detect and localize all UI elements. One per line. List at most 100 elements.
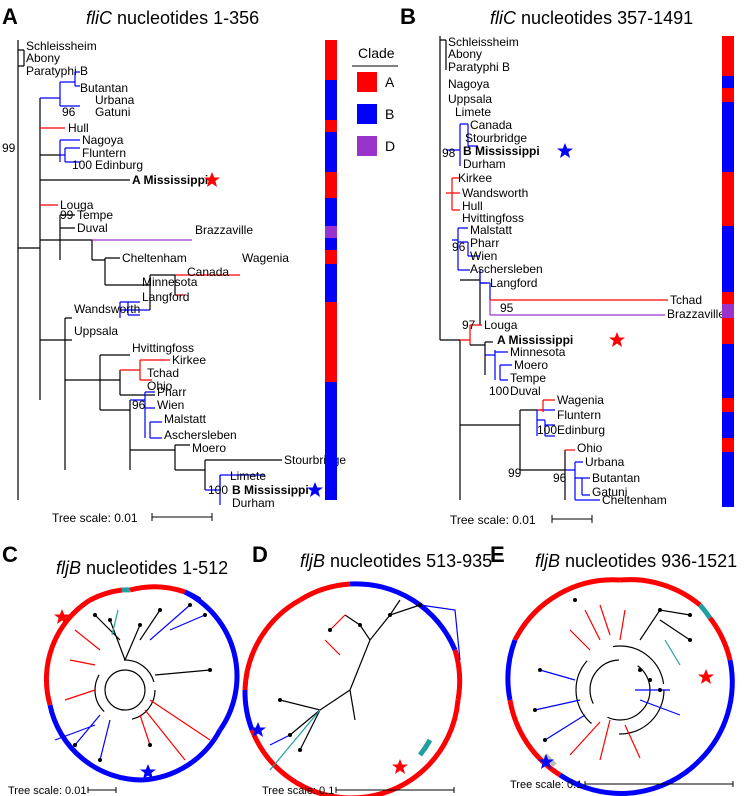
panel-a-title-gene: fliC bbox=[86, 8, 113, 28]
taxon-label: Urbana bbox=[95, 93, 135, 107]
star-icon bbox=[538, 754, 554, 769]
tree-b-labels: Schleissheim Abony Paratyphi B Nagoya Up… bbox=[448, 35, 725, 507]
taxon-label: Durham bbox=[232, 496, 275, 510]
clade-bar-b bbox=[722, 36, 734, 507]
taxon-label: Cheltenham bbox=[122, 251, 187, 265]
tree-c-branches bbox=[54, 604, 211, 761]
taxon-label: A Mississippi bbox=[132, 173, 208, 187]
taxon-label: Cheltenham bbox=[602, 493, 667, 507]
taxon-label: Aschersleben bbox=[164, 428, 237, 442]
ring-c bbox=[43, 584, 240, 783]
taxon-label: Fluntern bbox=[557, 408, 601, 422]
panel-d-title: fljB nucleotides 513-935 bbox=[300, 551, 492, 571]
taxon-label: Hvittingfoss bbox=[132, 341, 194, 355]
bootstrap-value: 96 bbox=[62, 105, 76, 119]
star-icon bbox=[392, 759, 408, 774]
taxon-label: Louga bbox=[484, 318, 518, 332]
taxon-label: Gatuni bbox=[95, 105, 130, 119]
star-icon bbox=[54, 609, 70, 624]
legend-label: D bbox=[385, 138, 395, 154]
bootstrap-value: 99 bbox=[508, 466, 522, 480]
bootstrap-value: 100 bbox=[489, 384, 509, 398]
taxon-label: Nagoya bbox=[82, 133, 124, 147]
taxon-label: Edinburg bbox=[557, 423, 605, 437]
taxon-label: Urbana bbox=[585, 455, 625, 469]
panel-b-title-range: nucleotides 357-1491 bbox=[516, 8, 693, 28]
bootstrap-value: 96 bbox=[132, 398, 146, 412]
panel-c-title-gene: fljB bbox=[56, 558, 81, 578]
panel-a: A fliC nucleotides 1-356 bbox=[2, 4, 346, 525]
panel-a-title-range: nucleotides 1-356 bbox=[112, 8, 259, 28]
taxon-label: Edinburg bbox=[95, 158, 143, 172]
legend-label: B bbox=[385, 106, 394, 122]
taxon-label: Uppsala bbox=[448, 92, 492, 106]
panel-b-letter: B bbox=[400, 4, 416, 29]
taxon-label: Aschersleben bbox=[470, 262, 543, 276]
star-icon bbox=[140, 764, 156, 779]
taxon-label: Limete bbox=[230, 469, 266, 483]
scale-bar-e: Tree scale: 0.1 bbox=[510, 779, 734, 791]
clade-legend: Clade A B D bbox=[352, 45, 398, 156]
taxon-label: Moero bbox=[514, 358, 548, 372]
taxon-label: Canada bbox=[470, 118, 512, 132]
taxon-label: Langford bbox=[142, 290, 189, 304]
taxon-label: Pharr bbox=[157, 385, 186, 399]
panel-b-title-gene: fliC bbox=[490, 8, 517, 28]
taxon-label: Hull bbox=[462, 199, 483, 213]
panel-e: E fljB nucleotides 936-1521 bbox=[490, 542, 737, 796]
panel-c: C fljB nucleotides 1-512 bbox=[2, 542, 240, 796]
taxon-label: Wandsworth bbox=[74, 302, 140, 316]
bootstrap-value: 98 bbox=[442, 146, 456, 160]
tree-d-nodes bbox=[278, 603, 422, 752]
taxon-label: Langford bbox=[490, 276, 537, 290]
taxon-label: Pharr bbox=[470, 236, 499, 250]
taxon-label: Louga bbox=[60, 198, 94, 212]
taxon-label: Ohio bbox=[147, 379, 173, 393]
bootstrap-value: 99 bbox=[2, 141, 16, 155]
panel-e-title-gene: fljB bbox=[535, 551, 560, 571]
star-icon bbox=[609, 332, 625, 347]
scale-bar-a: Tree scale: 0.01 bbox=[52, 511, 213, 525]
taxon-label: Gatuni bbox=[592, 485, 627, 499]
panel-c-title-range: nucleotides 1-512 bbox=[81, 558, 228, 578]
bootstrap-value: 96 bbox=[452, 240, 466, 254]
legend-swatch-d bbox=[357, 136, 377, 156]
panel-e-title: fljB nucleotides 936-1521 bbox=[535, 551, 737, 571]
legend-swatch-a bbox=[357, 72, 377, 92]
star-icon bbox=[204, 172, 220, 187]
taxon-label: Wagenia bbox=[242, 251, 289, 265]
bootstrap-value: 100 bbox=[537, 423, 557, 437]
taxon-label: Abony bbox=[26, 51, 60, 65]
taxon-label: Hvittingfoss bbox=[462, 211, 524, 225]
panel-c-letter: C bbox=[2, 542, 18, 567]
taxon-label: Schleissheim bbox=[448, 35, 519, 49]
star-icon bbox=[698, 669, 714, 684]
tree-b-branches bbox=[439, 36, 668, 501]
scale-label: Tree scale: 0.01 bbox=[52, 511, 138, 525]
panel-e-title-range: nucleotides 936-1521 bbox=[560, 551, 737, 571]
bootstrap-value: 100 bbox=[208, 483, 228, 497]
taxon-label: Canada bbox=[187, 265, 229, 279]
taxon-label: Brazzaville bbox=[195, 223, 253, 237]
star-icon bbox=[557, 143, 573, 158]
panel-d-title-range: nucleotides 513-935 bbox=[325, 551, 492, 571]
bootstrap-value: 100 bbox=[72, 158, 92, 172]
panel-b: B fliC nucleotides 357-1491 bbox=[400, 4, 734, 527]
scale-label: Tree scale: 0.1 bbox=[262, 785, 334, 796]
bootstrap-value: 95 bbox=[500, 301, 514, 315]
tree-b-bootstrap: 98 96 95 97 100 100 99 96 95 bbox=[442, 146, 567, 485]
taxon-label: Wien bbox=[157, 398, 184, 412]
scale-bar-b: Tree scale: 0.01 bbox=[450, 513, 593, 527]
clade-bar-a bbox=[325, 40, 337, 500]
taxon-label: Stourbridge bbox=[465, 131, 527, 145]
scale-label: Tree scale: 0.1 bbox=[510, 779, 582, 791]
taxon-label: Paratyphi B bbox=[26, 64, 88, 78]
panel-a-stars bbox=[204, 172, 323, 497]
taxon-label: Minnesota bbox=[510, 345, 566, 359]
taxon-label: Nagoya bbox=[448, 77, 490, 91]
ring-d bbox=[242, 581, 463, 796]
tree-d-branches bbox=[269, 599, 461, 771]
legend-title: Clade bbox=[358, 45, 395, 61]
taxon-label: Moero bbox=[192, 441, 226, 455]
scale-bar-d: Tree scale: 0.1 bbox=[262, 785, 455, 796]
